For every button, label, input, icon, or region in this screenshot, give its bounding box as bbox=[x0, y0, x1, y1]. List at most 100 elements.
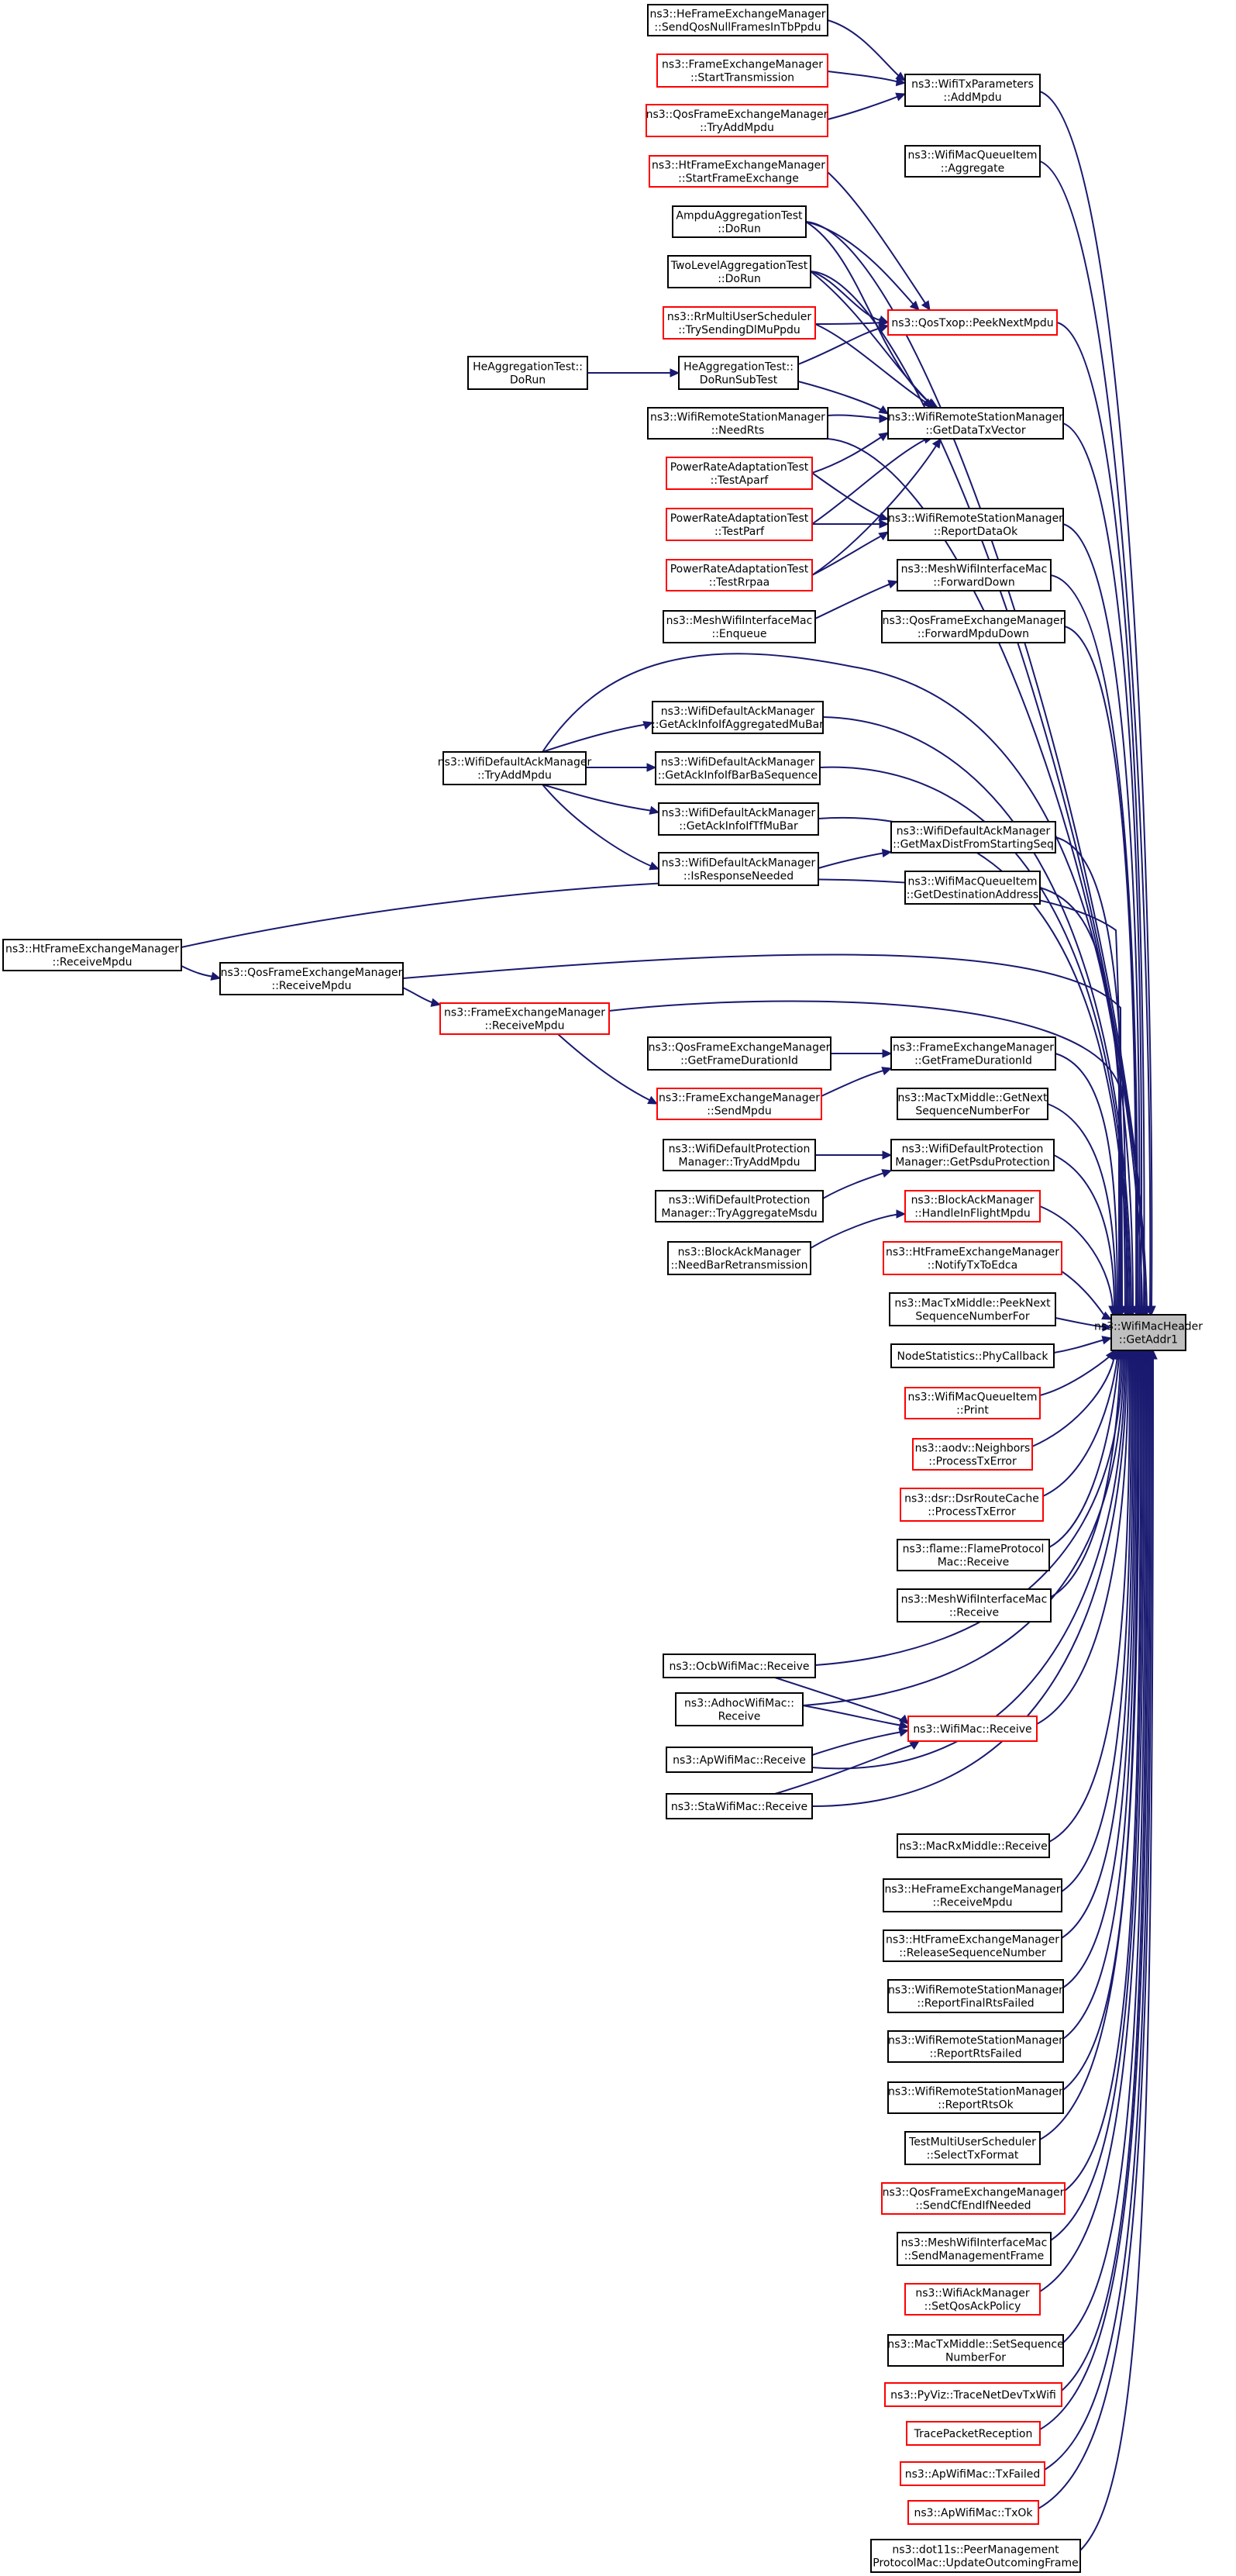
node-finalrts[interactable]: ns3::WifiRemoteStationManager::ReportFin… bbox=[887, 1979, 1064, 2013]
node-dsr[interactable]: ns3::dsr::DsrRouteCache::ProcessTxError bbox=[900, 1488, 1044, 1522]
node-label-line: ns3::WifiMacQueueItem bbox=[908, 150, 1038, 162]
node-peeknextseq[interactable]: ns3::MacTxMiddle::PeekNextSequenceNumber… bbox=[889, 1292, 1056, 1326]
node-needbar[interactable]: ns3::BlockAckManager::NeedBarRetransmiss… bbox=[667, 1241, 811, 1275]
node-qiprint[interactable]: ns3::WifiMacQueueItem::Print bbox=[904, 1387, 1041, 1419]
node-rrmu[interactable]: ns3::RrMultiUserScheduler::TrySendingDlM… bbox=[663, 306, 816, 340]
node-box bbox=[887, 309, 1058, 336]
node-label-line: ns3::WifiDefaultAckManager bbox=[662, 807, 816, 819]
node-box bbox=[897, 559, 1052, 591]
node-adhoc[interactable]: ns3::AdhocWifiMac::Receive bbox=[675, 1692, 804, 1726]
edge-line bbox=[1048, 1356, 1131, 1843]
node-sendqos[interactable]: ns3::HeFrameExchangeManager::SendQosNull… bbox=[647, 4, 828, 36]
edge-line bbox=[1047, 1103, 1117, 1309]
node-label-line: ns3::HtFrameExchangeManager bbox=[886, 1247, 1059, 1259]
node-fwdmpdudown[interactable]: ns3::QosFrameExchangeManager::ForwardMpd… bbox=[881, 610, 1066, 643]
node-label-line: ::GetFrameDurationId bbox=[680, 1055, 798, 1067]
node-selecttx[interactable]: TestMultiUserScheduler::SelectTxFormat bbox=[904, 2131, 1041, 2165]
edge-line bbox=[822, 1171, 887, 1199]
edge-line bbox=[542, 784, 653, 812]
node-label-line: ns3::dot11s::PeerManagement bbox=[892, 2544, 1059, 2557]
node-addmpdu[interactable]: ns3::WifiTxParameters::AddMpdu bbox=[904, 74, 1041, 107]
node-rrpaa[interactable]: PowerRateAdaptationTest::TestRrpaa bbox=[666, 559, 813, 591]
node-sendmpdu[interactable]: ns3::FrameExchangeManager::SendMpdu bbox=[656, 1088, 822, 1120]
node-txok[interactable]: ns3::ApWifiMac::TxOk bbox=[907, 2500, 1039, 2525]
node-updout[interactable]: ns3::dot11s::PeerManagementProtocolMac::… bbox=[870, 2539, 1081, 2573]
node-heagg[interactable]: HeAggregationTest::DoRun bbox=[467, 356, 588, 390]
node-sta[interactable]: ns3::StaWifiMac::Receive bbox=[666, 1793, 813, 1819]
node-ap[interactable]: ns3::ApWifiMac::Receive bbox=[666, 1747, 813, 1773]
node-getnextseq[interactable]: ns3::MacTxMiddle::GetNextSequenceNumberF… bbox=[897, 1088, 1048, 1120]
node-starttx[interactable]: ns3::FrameExchangeManager::StartTransmis… bbox=[656, 53, 828, 88]
node-acktfmubar[interactable]: ns3::WifiDefaultAckManager::GetAckInfoIf… bbox=[658, 802, 819, 836]
node-ferecv[interactable]: ns3::FrameExchangeManager::ReceiveMpdu bbox=[439, 1002, 610, 1035]
node-heaggsub[interactable]: HeAggregationTest::DoRunSubTest bbox=[678, 356, 799, 390]
node-ocb[interactable]: ns3::OcbWifiMac::Receive bbox=[663, 1654, 816, 1678]
edge-arrowhead bbox=[887, 580, 899, 589]
node-tracepkt[interactable]: TracePacketReception bbox=[906, 2421, 1041, 2446]
node-handleinflight[interactable]: ns3::BlockAckManager::HandleInFlightMpdu bbox=[904, 1190, 1041, 1222]
node-aodv[interactable]: ns3::aodv::Neighbors::ProcessTxError bbox=[912, 1438, 1033, 1471]
node-txfailed[interactable]: ns3::ApWifiMac::TxFailed bbox=[900, 2461, 1045, 2486]
node-fedurid[interactable]: ns3::FrameExchangeManager::GetFrameDurat… bbox=[890, 1036, 1056, 1071]
node-getdatatx[interactable]: ns3::WifiRemoteStationManager::GetDataTx… bbox=[887, 407, 1064, 440]
node-psduprot[interactable]: ns3::WifiDefaultProtectionManager::GetPs… bbox=[890, 1139, 1055, 1171]
node-rtsfail[interactable]: ns3::WifiRemoteStationManager::ReportRts… bbox=[887, 2030, 1064, 2063]
node-label-line: ns3::dsr::DsrRouteCache bbox=[904, 1493, 1039, 1505]
node-phycb[interactable]: NodeStatistics::PhyCallback bbox=[890, 1343, 1055, 1368]
node-notifytx[interactable]: ns3::HtFrameExchangeManager::NotifyTxToE… bbox=[883, 1241, 1062, 1275]
node-prottrymsdu[interactable]: ns3::WifiDefaultProtectionManager::TryAg… bbox=[655, 1190, 824, 1222]
node-fwddown[interactable]: ns3::MeshWifiInterfaceMac::ForwardDown bbox=[897, 559, 1052, 591]
node-parf[interactable]: PowerRateAdaptationTest::TestParf bbox=[666, 508, 813, 541]
node-herecv[interactable]: ns3::HeFrameExchangeManager::ReceiveMpdu bbox=[883, 1878, 1062, 1912]
node-setqosack[interactable]: ns3::WifiAckManager::SetQosAckPolicy bbox=[904, 2283, 1041, 2316]
edge-arrowhead bbox=[1101, 1336, 1113, 1345]
node-macrx[interactable]: ns3::MacRxMiddle::Receive bbox=[897, 1833, 1050, 1858]
node-label-line: Mac::Receive bbox=[938, 1557, 1010, 1569]
node-box bbox=[890, 1036, 1056, 1071]
node-label-line: ns3::WifiDefaultProtection bbox=[669, 1143, 811, 1156]
node-ampdutest[interactable]: AmpduAggregationTest::DoRun bbox=[672, 205, 807, 238]
node-htrecv[interactable]: ns3::HtFrameExchangeManager::ReceiveMpdu bbox=[2, 939, 182, 971]
edge-arrowhead bbox=[649, 805, 660, 815]
node-startfe[interactable]: ns3::HtFrameExchangeManager::StartFrameE… bbox=[649, 155, 828, 188]
node-needrts[interactable]: ns3::WifiRemoteStationManager::NeedRts bbox=[647, 407, 828, 440]
node-getdest[interactable]: ns3::WifiMacQueueItem::GetDestinationAdd… bbox=[904, 871, 1041, 905]
node-enqueue[interactable]: ns3::MeshWifiInterfaceMac::Enqueue bbox=[663, 610, 816, 643]
edge-arrowhead bbox=[881, 1067, 893, 1076]
node-box bbox=[887, 407, 1064, 440]
node-ackbarba[interactable]: ns3::WifiDefaultAckManager::GetAckInfoIf… bbox=[655, 751, 821, 785]
node-aparf[interactable]: PowerRateAdaptationTest::TestAparf bbox=[666, 457, 813, 490]
node-twolevel[interactable]: TwoLevelAggregationTest::DoRun bbox=[667, 255, 811, 288]
node-prottryadd[interactable]: ns3::WifiDefaultProtectionManager::TryAd… bbox=[663, 1139, 816, 1171]
node-wifimacrecv[interactable]: ns3::WifiMac::Receive bbox=[907, 1716, 1038, 1742]
node-qosrecv[interactable]: ns3::QosFrameExchangeManager::ReceiveMpd… bbox=[219, 962, 404, 995]
node-tryaddmpdu-ack[interactable]: ns3::WifiDefaultAckManager::TryAddMpdu bbox=[438, 751, 592, 785]
node-label-line: ns3::RrMultiUserScheduler bbox=[667, 311, 811, 323]
edge-line bbox=[1062, 1356, 1137, 2040]
node-label-line: ns3::QosTxop::PeekNextMpdu bbox=[891, 317, 1053, 329]
node-label-line: ::NotifyTxToEdca bbox=[928, 1260, 1017, 1272]
edge-line bbox=[827, 19, 900, 77]
node-rtsok[interactable]: ns3::WifiRemoteStationManager::ReportRts… bbox=[887, 2081, 1064, 2114]
node-meshrecv[interactable]: ns3::MeshWifiInterfaceMac::Receive bbox=[897, 1588, 1052, 1623]
node-isresp[interactable]: ns3::WifiDefaultAckManager::IsResponseNe… bbox=[658, 852, 819, 886]
node-tryaddmpdu-qos[interactable]: ns3::QosFrameExchangeManager::TryAddMpdu bbox=[646, 104, 828, 137]
node-aggregate[interactable]: ns3::WifiMacQueueItem::Aggregate bbox=[904, 145, 1041, 178]
node-peeknext[interactable]: ns3::QosTxop::PeekNextMpdu bbox=[887, 309, 1058, 336]
edge-arrowhead bbox=[879, 414, 890, 423]
node-ackaggmubar[interactable]: ns3::WifiDefaultAckManager::GetAckInfoIf… bbox=[652, 701, 824, 734]
node-box bbox=[904, 74, 1041, 107]
node-sendcfend[interactable]: ns3::QosFrameExchangeManager::SendCfEndI… bbox=[881, 2182, 1066, 2215]
edge-line bbox=[802, 1705, 903, 1726]
node-label-line: ns3::WifiTxParameters bbox=[911, 78, 1034, 91]
node-pyviz[interactable]: ns3::PyViz::TraceNetDevTxWifi bbox=[884, 2382, 1062, 2407]
node-htrelseq[interactable]: ns3::HtFrameExchangeManager::ReleaseSequ… bbox=[883, 1929, 1062, 1962]
node-qosdurid[interactable]: ns3::QosFrameExchangeManager::GetFrameDu… bbox=[647, 1036, 831, 1071]
edge-arrowhead bbox=[878, 531, 890, 541]
node-label-line: ns3::WifiMacHeader bbox=[1094, 1321, 1203, 1333]
node-sendmgmt[interactable]: ns3::MeshWifiInterfaceMac::SendManagemen… bbox=[897, 2232, 1052, 2266]
node-maxdist[interactable]: ns3::WifiDefaultAckManager::GetMaxDistFr… bbox=[890, 821, 1056, 853]
node-reportdataok[interactable]: ns3::WifiRemoteStationManager::ReportDat… bbox=[887, 508, 1064, 541]
